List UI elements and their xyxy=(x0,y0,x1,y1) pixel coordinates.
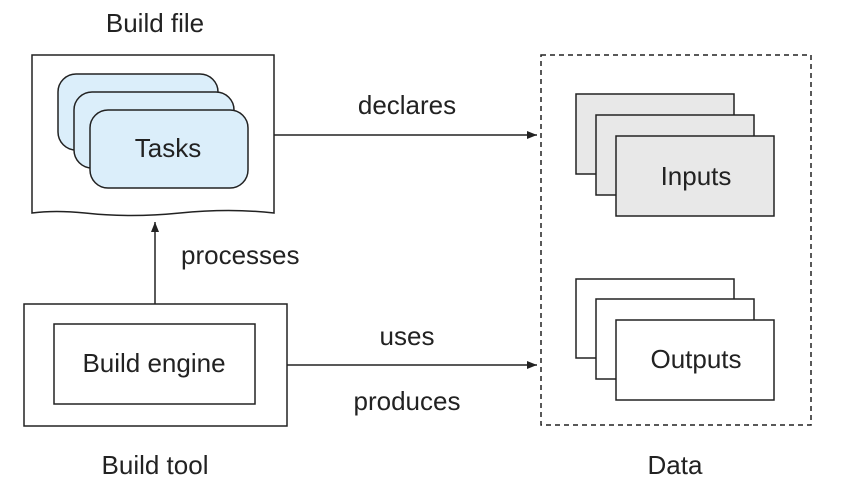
data-container xyxy=(540,54,812,426)
inputs-label: Inputs xyxy=(661,161,732,191)
build-engine-box xyxy=(53,323,256,405)
build-engine-label: Build engine xyxy=(82,348,225,378)
declares-label: declares xyxy=(358,90,456,120)
input-card-front xyxy=(615,135,775,217)
build-file-title: Build file xyxy=(106,8,204,38)
task-stack-icon xyxy=(57,73,249,189)
input-stack-icon xyxy=(575,93,775,217)
outputs-label: Outputs xyxy=(650,344,741,374)
processes-label: processes xyxy=(181,240,300,270)
uses-label: uses xyxy=(380,321,435,351)
task-card-front xyxy=(89,109,249,189)
output-card-front xyxy=(615,319,775,401)
build-tool-title: Build tool xyxy=(102,450,209,480)
tasks-label: Tasks xyxy=(135,133,201,163)
output-stack-icon xyxy=(575,278,775,401)
data-title: Data xyxy=(648,450,703,480)
produces-label: produces xyxy=(354,386,461,416)
